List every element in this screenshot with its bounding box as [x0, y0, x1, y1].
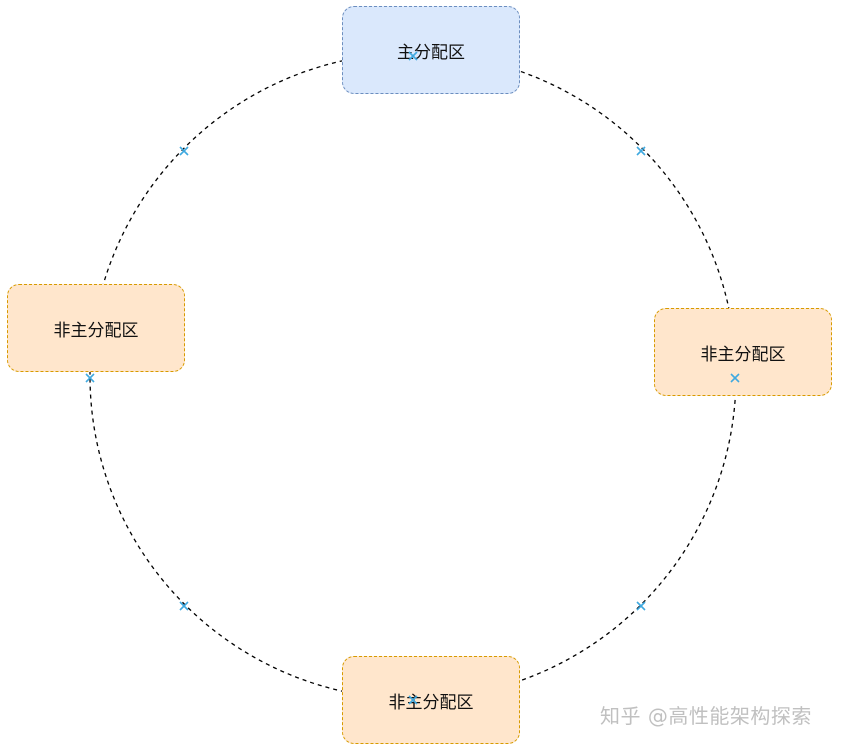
- watermark-text: 知乎 @高性能架构探索: [600, 704, 812, 728]
- non-primary-arena-node-bottom: 非主分配区: [342, 656, 520, 744]
- non-primary-arena-label: 非主分配区: [388, 692, 474, 713]
- dashed-ring-circle: [89, 52, 737, 700]
- primary-arena-node: 主分配区: [342, 6, 520, 94]
- primary-arena-label: 主分配区: [397, 42, 465, 63]
- non-primary-arena-node-left: 非主分配区: [7, 284, 185, 372]
- non-primary-arena-label: 非主分配区: [700, 344, 786, 365]
- non-primary-arena-label: 非主分配区: [53, 320, 139, 341]
- non-primary-arena-node-right: 非主分配区: [654, 308, 832, 396]
